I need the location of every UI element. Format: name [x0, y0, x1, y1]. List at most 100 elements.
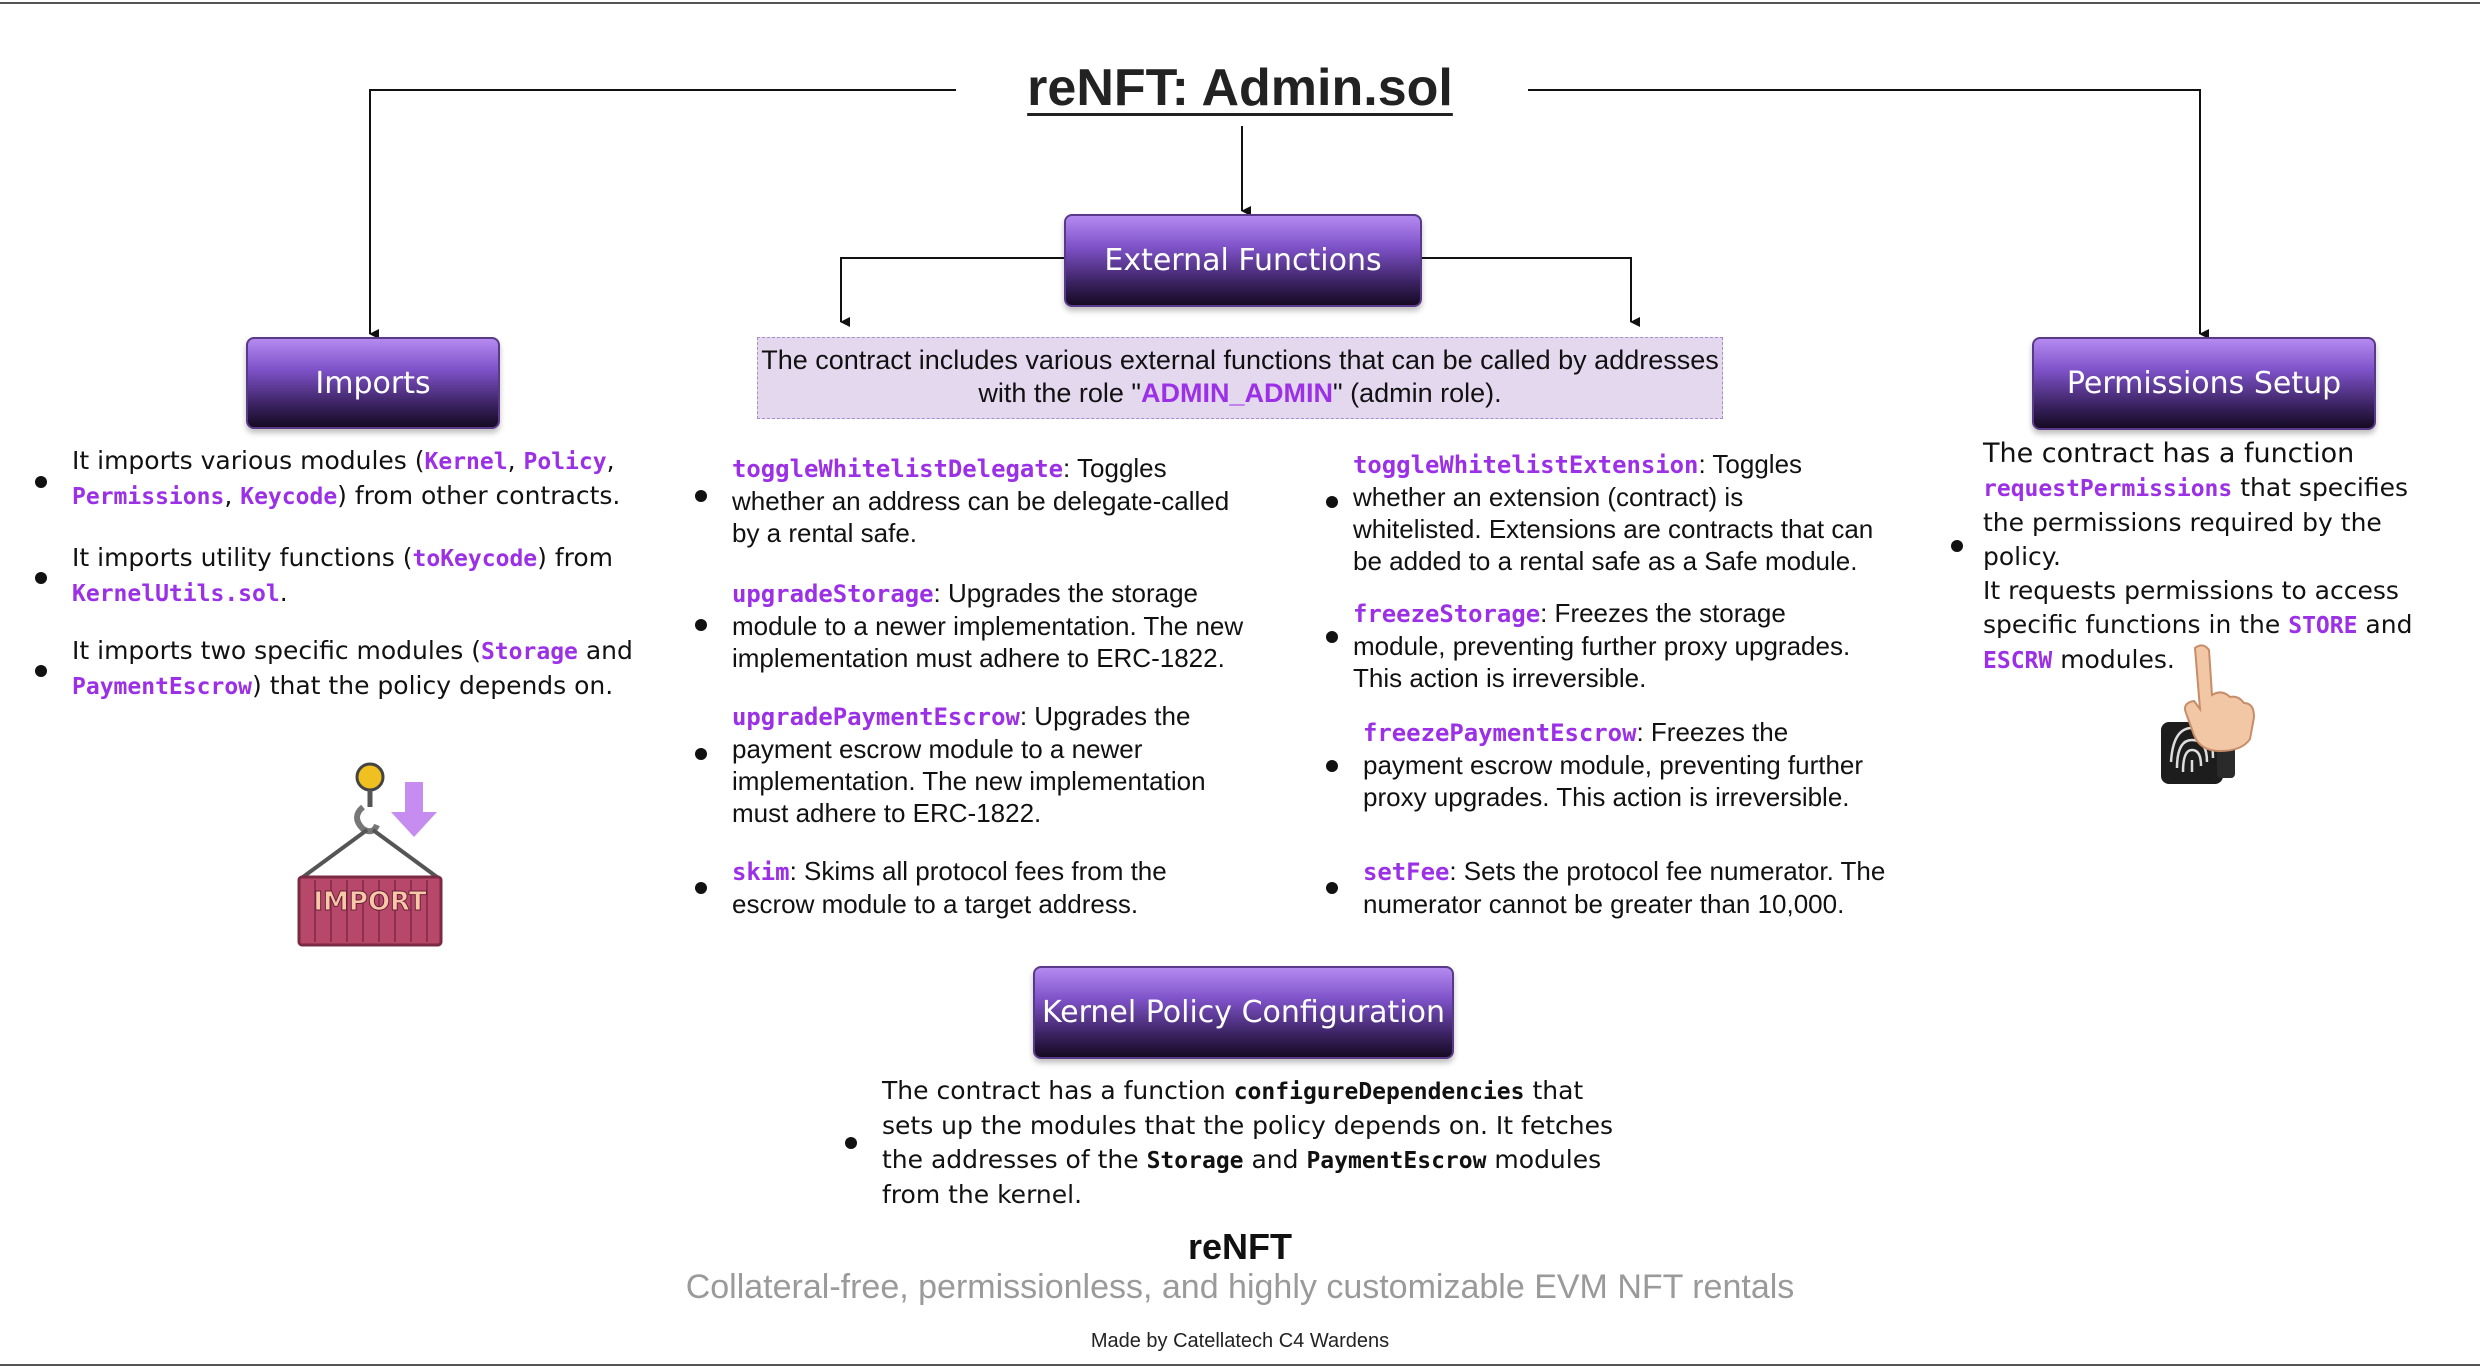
external-functions-box-label: External Functions	[1104, 243, 1382, 278]
fn-toggle-whitelist-extension: toggleWhitelistExtension: Toggles whethe…	[1353, 448, 1993, 577]
text: and	[577, 636, 633, 665]
text: This action is irreversible.	[1353, 663, 1647, 693]
bullet	[1326, 760, 1338, 772]
text: ) from	[537, 543, 614, 572]
text: proxy upgrades. This action is irreversi…	[1363, 782, 1850, 812]
kernel-policy-box: Kernel Policy Configuration	[1033, 966, 1454, 1059]
text: sets up the modules that the policy depe…	[882, 1111, 1614, 1140]
kernel-policy-box-label: Kernel Policy Configuration	[1041, 995, 1446, 1030]
kernel-policy-text: The contract has a function configureDep…	[882, 1074, 1642, 1212]
code-requestpermissions: requestPermissions	[1983, 476, 2233, 502]
code-storage: Storage	[1146, 1148, 1244, 1174]
text: the permissions required by the policy.	[1983, 508, 2382, 571]
code-escrw: ESCRW	[1983, 648, 2053, 674]
page-title: reNFT: Admin.sol	[1027, 59, 1453, 117]
bullet	[1326, 882, 1338, 894]
footer-tagline: Collateral-free, permissionless, and hig…	[685, 1268, 1795, 1306]
text: : Toggles	[1063, 453, 1167, 483]
text: modules	[1486, 1145, 1602, 1174]
fn-name: toggleWhitelistDelegate	[732, 455, 1064, 483]
bullet	[1326, 631, 1338, 643]
fn-upgrade-payment-escrow: upgradePaymentEscrow: Upgrades the payme…	[732, 700, 1372, 829]
text: escrow module to a target address.	[732, 889, 1139, 919]
fingerprint-touch-icon	[2161, 644, 2256, 784]
text: It imports utility functions (	[72, 543, 413, 572]
text: The contract has a function	[1983, 438, 2355, 469]
text: be added to a rental safe as a Safe modu…	[1353, 546, 1858, 576]
fn-name: toggleWhitelistExtension	[1353, 451, 1699, 479]
code-store: STORE	[2288, 613, 2358, 639]
text: by a rental safe.	[732, 518, 917, 548]
text: whether an address can be delegate-calle…	[732, 486, 1230, 516]
import-container-icon: IMPORT	[297, 762, 443, 947]
text: It imports two specific modules (	[72, 636, 481, 665]
text: must adhere to ERC-1822.	[732, 798, 1042, 828]
import-label: IMPORT	[313, 887, 427, 917]
intro-line-1: The contract includes various external f…	[761, 345, 1719, 375]
top-border	[0, 2, 2480, 4]
imports-box-label: Imports	[315, 365, 431, 401]
text: : Freezes the storage	[1540, 598, 1786, 628]
bullet	[695, 748, 707, 760]
external-functions-box: External Functions	[1064, 214, 1422, 307]
text: modules.	[2052, 645, 2175, 674]
text: ) from other contracts.	[337, 481, 621, 510]
code-storage: Storage	[480, 639, 578, 665]
imports-item-1: It imports various modules (Kernel, Poli…	[72, 444, 652, 514]
text: ,	[507, 446, 524, 475]
text: ) that the policy depends on.	[252, 671, 614, 700]
text: module, preventing further proxy upgrade…	[1353, 631, 1851, 661]
external-functions-intro: The contract includes various external f…	[757, 337, 1723, 419]
permissions-setup-box: Permissions Setup	[2032, 337, 2376, 430]
permissions-setup-box-label: Permissions Setup	[2066, 366, 2342, 401]
bullet	[1951, 540, 1963, 552]
code-kernel: Kernel	[424, 449, 508, 475]
role-highlight: ADMIN_ADMIN	[1141, 378, 1334, 408]
text: : Upgrades the storage	[933, 578, 1199, 608]
bullet	[845, 1137, 857, 1149]
text: specific functions in the	[1983, 610, 2289, 639]
text: and	[2357, 610, 2413, 639]
text: payment escrow module to a newer	[732, 734, 1143, 764]
bullet	[35, 476, 47, 488]
text: : Freezes the	[1636, 717, 1789, 747]
code-policy: Policy	[523, 449, 607, 475]
text: implementation must adhere to ERC-1822.	[732, 643, 1225, 673]
text: the addresses of the	[882, 1145, 1147, 1174]
text: whitelisted. Extensions are contracts th…	[1353, 514, 1874, 544]
text: module to a newer implementation. The ne…	[732, 611, 1244, 641]
fn-freeze-payment-escrow: freezePaymentEscrow: Freezes the payment…	[1363, 716, 2003, 813]
code-paymentescrow: PaymentEscrow	[1306, 1148, 1487, 1174]
text: : Sets the protocol fee numerator. The	[1449, 856, 1886, 886]
fn-toggle-whitelist-delegate: toggleWhitelistDelegate: Toggles whether…	[732, 452, 1372, 549]
imports-item-2: It imports utility functions (toKeycode)…	[72, 541, 652, 611]
text: : Upgrades the	[1019, 701, 1191, 731]
fn-name: freezeStorage	[1353, 600, 1541, 628]
text: payment escrow module, preventing furthe…	[1363, 750, 1864, 780]
text: .	[279, 578, 288, 607]
text: that	[1524, 1076, 1584, 1105]
text: ,	[606, 446, 615, 475]
bullet	[695, 490, 707, 502]
text: : Skims all protocol fees from the	[789, 856, 1167, 886]
code-keycode: Keycode	[240, 484, 338, 510]
text: ,	[224, 481, 241, 510]
bullet	[695, 882, 707, 894]
code-permissions: Permissions	[72, 484, 225, 510]
text: It requests permissions to access	[1983, 576, 2399, 605]
text: that specifies	[2232, 473, 2409, 502]
intro-line-2: with the role "ADMIN_ADMIN" (admin role)…	[758, 377, 1722, 410]
text: whether an extension (contract) is	[1353, 482, 1744, 512]
fn-name: upgradeStorage	[732, 580, 934, 608]
text: implementation. The new implementation	[732, 766, 1206, 796]
code-kernelutils: KernelUtils.sol	[72, 581, 280, 607]
text: : Toggles	[1698, 449, 1803, 479]
permissions-text: The contract has a function requestPermi…	[1983, 437, 2463, 678]
bullet	[35, 665, 47, 677]
imports-box: Imports	[246, 337, 500, 429]
code-tokeycode: toKeycode	[412, 546, 538, 572]
code-paymentescrow: PaymentEscrow	[72, 674, 253, 700]
imports-item-3: It imports two specific modules (Storage…	[72, 634, 652, 704]
fn-name: upgradePaymentEscrow	[732, 703, 1020, 731]
